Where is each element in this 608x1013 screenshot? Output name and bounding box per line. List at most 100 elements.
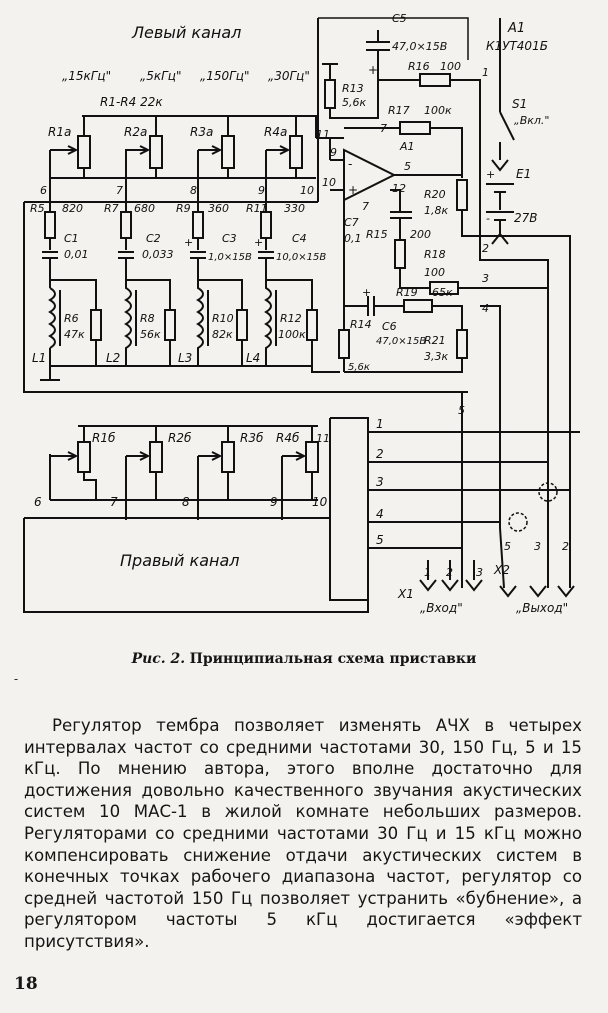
- svg-text:R19: R19: [396, 286, 418, 299]
- svg-text:R11: R11: [246, 202, 268, 215]
- svg-text:6: 6: [34, 495, 42, 509]
- svg-text:100: 100: [424, 266, 445, 279]
- svg-text:R12: R12: [280, 312, 302, 325]
- svg-text:„Вкл.": „Вкл.": [514, 114, 549, 127]
- svg-text:C3: C3: [222, 232, 237, 245]
- svg-text:3: 3: [534, 540, 541, 553]
- potentiometer-r1a: R1a: [48, 116, 91, 178]
- article-paragraph: Регулятор тембра позволяет изменять АЧХ …: [24, 716, 582, 951]
- svg-text:47,0×15В: 47,0×15В: [392, 40, 447, 53]
- svg-text:47к: 47к: [64, 328, 85, 341]
- svg-text:9: 9: [258, 184, 265, 197]
- svg-text:+: +: [348, 183, 358, 197]
- resistor-r17: R17 100к 7: [344, 104, 463, 178]
- svg-text:„Вход": „Вход": [420, 601, 463, 615]
- svg-text:C7: C7: [344, 216, 359, 229]
- svg-text:5,6к: 5,6к: [348, 362, 370, 373]
- shield-circle-1: [538, 482, 558, 502]
- svg-text:L1: L1: [32, 351, 46, 365]
- svg-text:„Выход": „Выход": [516, 601, 568, 615]
- shield-circle-2: [508, 512, 528, 532]
- opamp-a1: A1 - + 9 10 5 12 7: [322, 140, 462, 213]
- svg-text:47,0×15В: 47,0×15В: [376, 336, 426, 347]
- schematic-diagram: Левый канал „15кГц" „5кГц" „150Гц" „30Гц…: [23, 12, 580, 615]
- potentiometer-r2a: R2a: [124, 116, 163, 196]
- resistor-r20: R20 1,8к: [424, 179, 548, 237]
- svg-text:8: 8: [190, 184, 197, 197]
- capacitor-c4: + C4 10,0×15В: [254, 232, 326, 280]
- svg-text:C1: C1: [64, 232, 79, 245]
- svg-text:0,1: 0,1: [344, 232, 362, 245]
- left-channel-label: Левый канал: [131, 23, 241, 42]
- svg-text:10: 10: [312, 495, 328, 509]
- capacitor-c6: + C6 47,0×15В: [344, 286, 426, 347]
- svg-text:R16: R16: [408, 60, 430, 73]
- svg-text:11: 11: [316, 432, 330, 445]
- svg-text:6: 6: [40, 184, 47, 197]
- potentiometer-r3b: R3б: [197, 426, 264, 520]
- svg-text:56к: 56к: [140, 328, 161, 341]
- svg-text:R1a: R1a: [48, 125, 71, 139]
- svg-text:+: +: [486, 168, 495, 181]
- stray-mark: -: [14, 672, 19, 686]
- svg-text:R2a: R2a: [124, 125, 147, 139]
- svg-text:A1: A1: [399, 140, 415, 153]
- label-r1-r4: R1-R4 22к: [100, 95, 163, 109]
- svg-text:820: 820: [62, 202, 83, 215]
- svg-text:R9: R9: [176, 202, 191, 215]
- svg-text:R15: R15: [366, 228, 388, 241]
- svg-text:5: 5: [458, 404, 465, 417]
- svg-text:3: 3: [376, 475, 384, 489]
- svg-text:100к: 100к: [424, 104, 452, 117]
- resistor-r13: R13 5,6к: [322, 63, 379, 119]
- svg-text:10: 10: [300, 184, 314, 197]
- resistor-r18: R18 100: [399, 248, 548, 295]
- svg-text:7: 7: [362, 200, 369, 213]
- svg-text:680: 680: [134, 202, 155, 215]
- svg-text:S1: S1: [512, 97, 527, 111]
- svg-text:X1: X1: [397, 587, 414, 601]
- caption-text: Принципиальная схема приставки: [189, 651, 477, 667]
- svg-text:65к: 65к: [432, 286, 453, 299]
- svg-text:R8: R8: [140, 312, 155, 325]
- svg-text:L4: L4: [246, 351, 260, 365]
- resistor-r19: R19 65к: [396, 286, 463, 330]
- connector-x1: X1 1 2 3 „Вход": [397, 560, 483, 615]
- left-channel-frame: [23, 18, 468, 393]
- svg-text:3: 3: [482, 272, 489, 285]
- capacitor-c1: C1 0,01: [42, 232, 89, 280]
- resistor-r14: R14 5,6к: [338, 190, 372, 373]
- svg-text:R5: R5: [30, 202, 45, 215]
- svg-text:3: 3: [476, 566, 483, 579]
- svg-text:5,6к: 5,6к: [342, 96, 366, 109]
- svg-text:0,033: 0,033: [142, 248, 174, 261]
- potentiometer-r3a: R3a: [190, 116, 235, 196]
- svg-text:2: 2: [446, 566, 453, 579]
- svg-text:2: 2: [482, 242, 489, 255]
- page-number: 18: [14, 974, 38, 994]
- svg-text:R1б: R1б: [92, 431, 116, 445]
- svg-text:7: 7: [116, 184, 123, 197]
- svg-text:10,0×15В: 10,0×15В: [276, 252, 326, 263]
- label-150hz: „150Гц": [200, 69, 250, 83]
- figure-caption: Рис. 2. Принципиальная схема приставки: [0, 651, 608, 667]
- a1-type: К1УТ401Б: [486, 39, 548, 53]
- svg-text:7: 7: [380, 122, 387, 135]
- svg-text:1,8к: 1,8к: [424, 204, 448, 217]
- svg-text:R3a: R3a: [190, 125, 213, 139]
- svg-text:0,01: 0,01: [64, 248, 89, 261]
- resistor-r16: R16 100 1: [378, 60, 489, 140]
- svg-text:C5: C5: [392, 12, 407, 25]
- resistor-r15: R15 200: [366, 228, 431, 269]
- label-30hz: „30Гц": [268, 69, 310, 83]
- svg-text:100: 100: [440, 60, 461, 73]
- svg-text:+: +: [368, 63, 378, 77]
- svg-text:E1: E1: [516, 167, 531, 181]
- svg-text:+: +: [362, 286, 371, 299]
- svg-text:9: 9: [330, 146, 337, 159]
- svg-text:330: 330: [284, 202, 305, 215]
- svg-text:R4a: R4a: [264, 125, 287, 139]
- svg-text:2: 2: [376, 447, 384, 461]
- svg-text:4: 4: [482, 302, 489, 315]
- potentiometer-r4b: R4б 11: [276, 426, 330, 520]
